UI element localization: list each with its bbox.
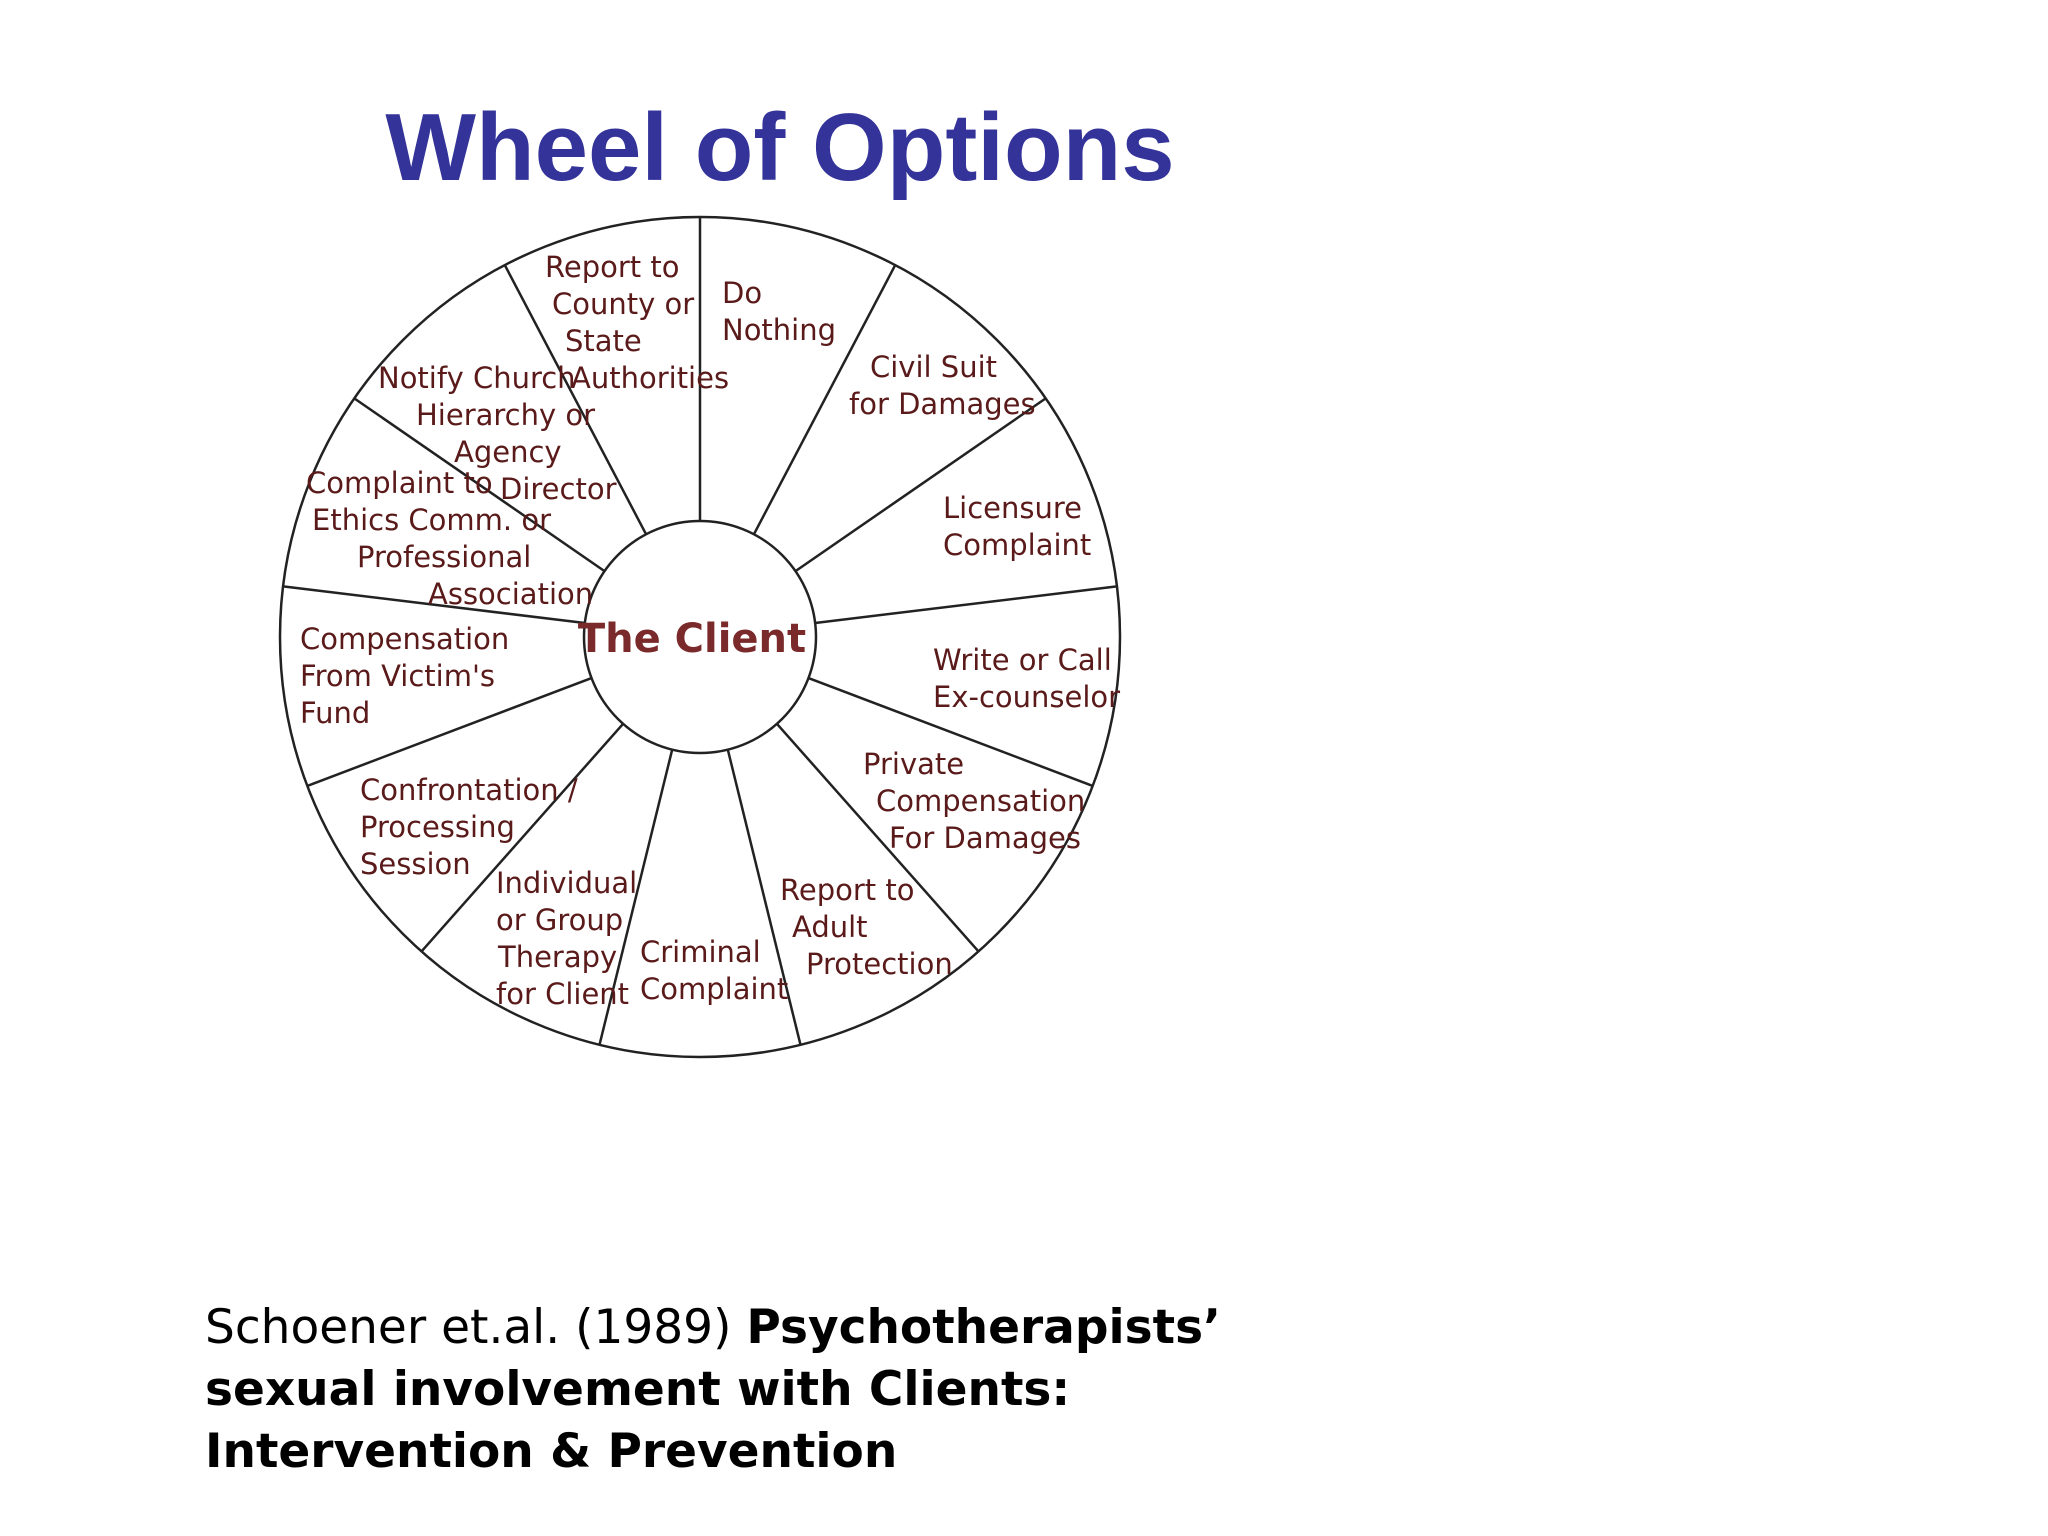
segment-line: Therapy	[497, 940, 617, 974]
citation: Schoener et.al. (1989) Psychotherapists’…	[205, 1297, 1305, 1483]
slide-title: Wheel of Options	[385, 94, 1175, 201]
segment-victims-fund: Compensation From Victim's Fund	[300, 622, 519, 730]
segment-ethics-complaint: Complaint to Ethics Comm. or Professiona…	[306, 466, 593, 611]
segment-line: Ex-counselor	[933, 680, 1120, 714]
segment-line: Hierarchy or	[416, 398, 595, 432]
segment-line: From Victim's	[300, 659, 495, 693]
spoke-line	[282, 585, 585, 625]
hub-circle	[582, 519, 818, 755]
segment-line: or Group	[496, 903, 623, 937]
citation-author: Schoener et.al. (1989)	[205, 1300, 747, 1355]
segment-notify-church: Notify Church Hierarchy or Agency Direct…	[378, 361, 617, 506]
segment-line: County or	[552, 287, 694, 321]
segment-line: Do	[722, 276, 762, 310]
segment-therapy-for-client: Individual or Group Therapy for Client	[496, 866, 646, 1011]
segment-write-or-call: Write or Call Ex-counselor	[933, 643, 1121, 714]
segment-line: Nothing	[722, 313, 836, 347]
spoke-line	[752, 264, 897, 535]
segment-line: Fund	[300, 696, 370, 730]
spoke-line	[598, 749, 674, 1046]
spoke-line	[815, 585, 1118, 625]
citation-title-line-2: sexual involvement with Clients:	[205, 1362, 1071, 1417]
spoke-line	[420, 722, 625, 953]
segment-report-authorities: Report to County or State Authorities	[545, 250, 729, 395]
segment-line: Confrontation /	[360, 773, 578, 807]
segment-line: Private	[863, 747, 964, 781]
segment-line: State	[565, 324, 642, 358]
segment-line: Notify Church	[378, 361, 576, 395]
segment-line: for Client	[496, 977, 629, 1011]
segment-line: Professional	[357, 540, 531, 574]
spoke-line	[794, 397, 1047, 573]
segment-line: Complaint to	[306, 466, 493, 500]
segment-criminal-complaint: Criminal Complaint	[640, 935, 788, 1006]
segment-confrontation-session: Confrontation / Processing Session	[360, 773, 587, 881]
segment-line: Individual	[496, 866, 637, 900]
segment-line: Ethics Comm. or	[312, 503, 551, 537]
segment-line: For Damages	[889, 821, 1081, 855]
segment-line: Complaint	[943, 528, 1091, 562]
spoke-line	[808, 676, 1094, 788]
segment-line: Director	[500, 472, 617, 506]
citation-title-line-3: Intervention & Prevention	[205, 1424, 898, 1479]
segment-line: Civil Suit	[870, 350, 997, 384]
segment-private-compensation: Private Compensation For Damages	[863, 747, 1095, 855]
segment-line: Report to	[780, 873, 914, 907]
segment-do-nothing: Do Nothing	[722, 276, 836, 347]
segment-line: Write or Call	[933, 643, 1112, 677]
segment-line: Association	[428, 577, 593, 611]
hub-label: The Client	[578, 616, 806, 662]
segment-line: for Damages	[849, 387, 1036, 421]
segment-line: Agency	[454, 435, 562, 469]
spoke-line	[306, 676, 592, 788]
citation-title-line-1: Psychotherapists’	[746, 1300, 1221, 1355]
spoke-line	[775, 722, 980, 953]
spoke-line	[503, 264, 648, 535]
segment-line: Compensation	[876, 784, 1085, 818]
wheel-spokes	[282, 217, 1118, 1046]
segment-report-adult-protection: Report to Adult Protection	[780, 873, 953, 981]
spoke-line	[353, 397, 606, 573]
segment-line: Complaint	[640, 972, 788, 1006]
segment-line: Processing	[360, 810, 515, 844]
segment-line: Adult	[792, 910, 868, 944]
segment-line: Authorities	[571, 361, 729, 395]
spoke-line	[726, 749, 802, 1046]
segment-licensure-complaint: Licensure Complaint	[943, 491, 1091, 562]
segment-line: Protection	[806, 947, 953, 981]
segment-line: Criminal	[640, 935, 761, 969]
segment-line: Session	[360, 847, 471, 881]
segment-civil-suit: Civil Suit for Damages	[849, 350, 1036, 421]
segment-line: Report to	[545, 250, 679, 284]
segment-line: Compensation	[300, 622, 509, 656]
segment-line: Licensure	[943, 491, 1082, 525]
